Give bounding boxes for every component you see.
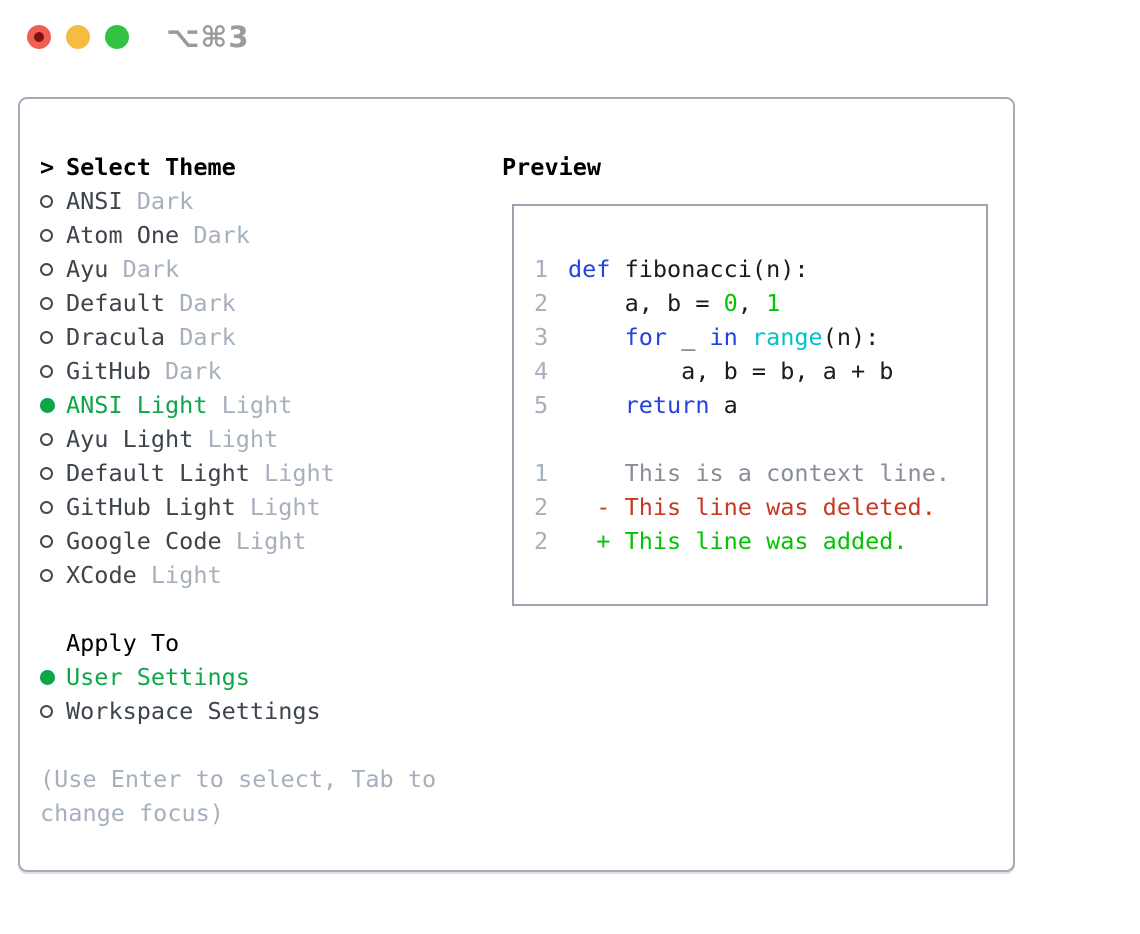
apply-option[interactable]: User Settings — [40, 660, 490, 694]
theme-option[interactable]: XCode Light — [40, 558, 490, 592]
spacer — [40, 592, 490, 626]
theme-name: Atom One — [66, 221, 180, 249]
line-number: 5 — [534, 391, 549, 419]
theme-option[interactable]: ANSI Dark — [40, 184, 490, 218]
code-line — [514, 422, 986, 456]
minimize-button[interactable] — [66, 25, 90, 49]
theme-name: XCode — [66, 561, 137, 589]
radio-unselected-icon — [40, 262, 53, 276]
line-number: 2 — [534, 289, 549, 317]
theme-variant: Light — [207, 391, 293, 419]
apply-option-label: User Settings — [66, 663, 250, 691]
code-line: 2 a, b = 0, 1 — [534, 289, 781, 317]
theme-option[interactable]: GitHub Dark — [40, 354, 490, 388]
radio-unselected-icon — [40, 194, 53, 208]
radio-unselected-icon — [40, 704, 53, 718]
line-number: 2 — [534, 493, 549, 521]
apply-to-title: Apply To — [66, 629, 180, 657]
theme-name: GitHub Light — [66, 493, 236, 521]
zoom-button[interactable] — [105, 25, 129, 49]
radio-unselected-icon — [40, 330, 53, 344]
radio-unselected-icon — [40, 228, 53, 242]
close-button[interactable] — [27, 25, 51, 49]
line-number: 1 — [534, 255, 549, 283]
theme-name: Default Light — [66, 459, 250, 487]
apply-option-label: Workspace Settings — [66, 697, 321, 725]
theme-name: GitHub — [66, 357, 151, 385]
theme-name: ANSI — [66, 187, 123, 215]
focus-caret: > — [40, 153, 55, 181]
line-number: 2 — [534, 527, 549, 555]
line-number: 1 — [534, 459, 549, 487]
theme-name: Ayu Light — [66, 425, 194, 453]
code-line: 1 This is a context line. — [534, 459, 951, 487]
theme-option[interactable]: Default Light Light — [40, 456, 490, 490]
theme-variant: Dark — [108, 255, 180, 283]
theme-variant: Dark — [179, 221, 250, 249]
window-shortcut-label: ⌥⌘3 — [166, 20, 250, 54]
help-text: (Use Enter to select, Tab to change focu… — [40, 765, 437, 827]
radio-unselected-icon — [40, 296, 53, 310]
line-number: 4 — [534, 357, 549, 385]
spacer — [40, 728, 490, 762]
theme-name: Ayu — [66, 255, 109, 283]
theme-option[interactable]: Ayu Light Light — [40, 422, 490, 456]
theme-option[interactable]: Dracula Dark — [40, 320, 490, 354]
theme-option[interactable]: Atom One Dark — [40, 218, 490, 252]
code-line: 4 a, b = b, a + b — [534, 357, 894, 385]
select-theme-header: > Select Theme — [40, 150, 490, 184]
radio-unselected-icon — [40, 534, 53, 548]
theme-variant: Dark — [165, 289, 236, 317]
radio-selected-icon — [40, 397, 55, 413]
radio-unselected-icon — [40, 364, 53, 378]
theme-option[interactable]: GitHub Light Light — [40, 490, 490, 524]
theme-name: Dracula — [66, 323, 166, 351]
code-line: 5 return a — [534, 391, 738, 419]
theme-option[interactable]: Default Dark — [40, 286, 490, 320]
theme-variant: Light — [249, 459, 335, 487]
titlebar: ⌥⌘3 — [0, 0, 1140, 74]
select-theme-title: Select Theme — [66, 153, 236, 181]
code-line: 2 + This line was added. — [534, 527, 908, 555]
theme-variant: Dark — [122, 187, 194, 215]
apply-option[interactable]: Workspace Settings — [40, 694, 490, 728]
theme-variant: Light — [136, 561, 222, 589]
preview-header: Preview — [502, 153, 602, 181]
theme-option[interactable]: Ayu Dark — [40, 252, 490, 286]
apply-to-header: Apply To — [40, 626, 490, 660]
radio-unselected-icon — [40, 568, 53, 582]
theme-name: Default — [66, 289, 166, 317]
radio-unselected-icon — [40, 432, 53, 446]
theme-variant: Light — [193, 425, 279, 453]
radio-selected-icon — [40, 669, 55, 685]
radio-unselected-icon — [40, 500, 53, 514]
code-line: 2 - This line was deleted. — [534, 493, 936, 521]
theme-name: ANSI Light — [66, 391, 208, 419]
theme-name: Google Code — [66, 527, 222, 555]
radio-unselected-icon — [40, 466, 53, 480]
theme-variant: Dark — [165, 323, 236, 351]
theme-option[interactable]: ANSI Light Light — [40, 388, 490, 422]
code-line: 3 for _ in range(n): — [534, 323, 880, 351]
theme-variant: Light — [221, 527, 307, 555]
theme-variant: Dark — [150, 357, 222, 385]
theme-variant: Light — [235, 493, 321, 521]
unsaved-changes-dot — [34, 32, 44, 42]
line-number: 3 — [534, 323, 549, 351]
theme-option[interactable]: Google Code Light — [40, 524, 490, 558]
